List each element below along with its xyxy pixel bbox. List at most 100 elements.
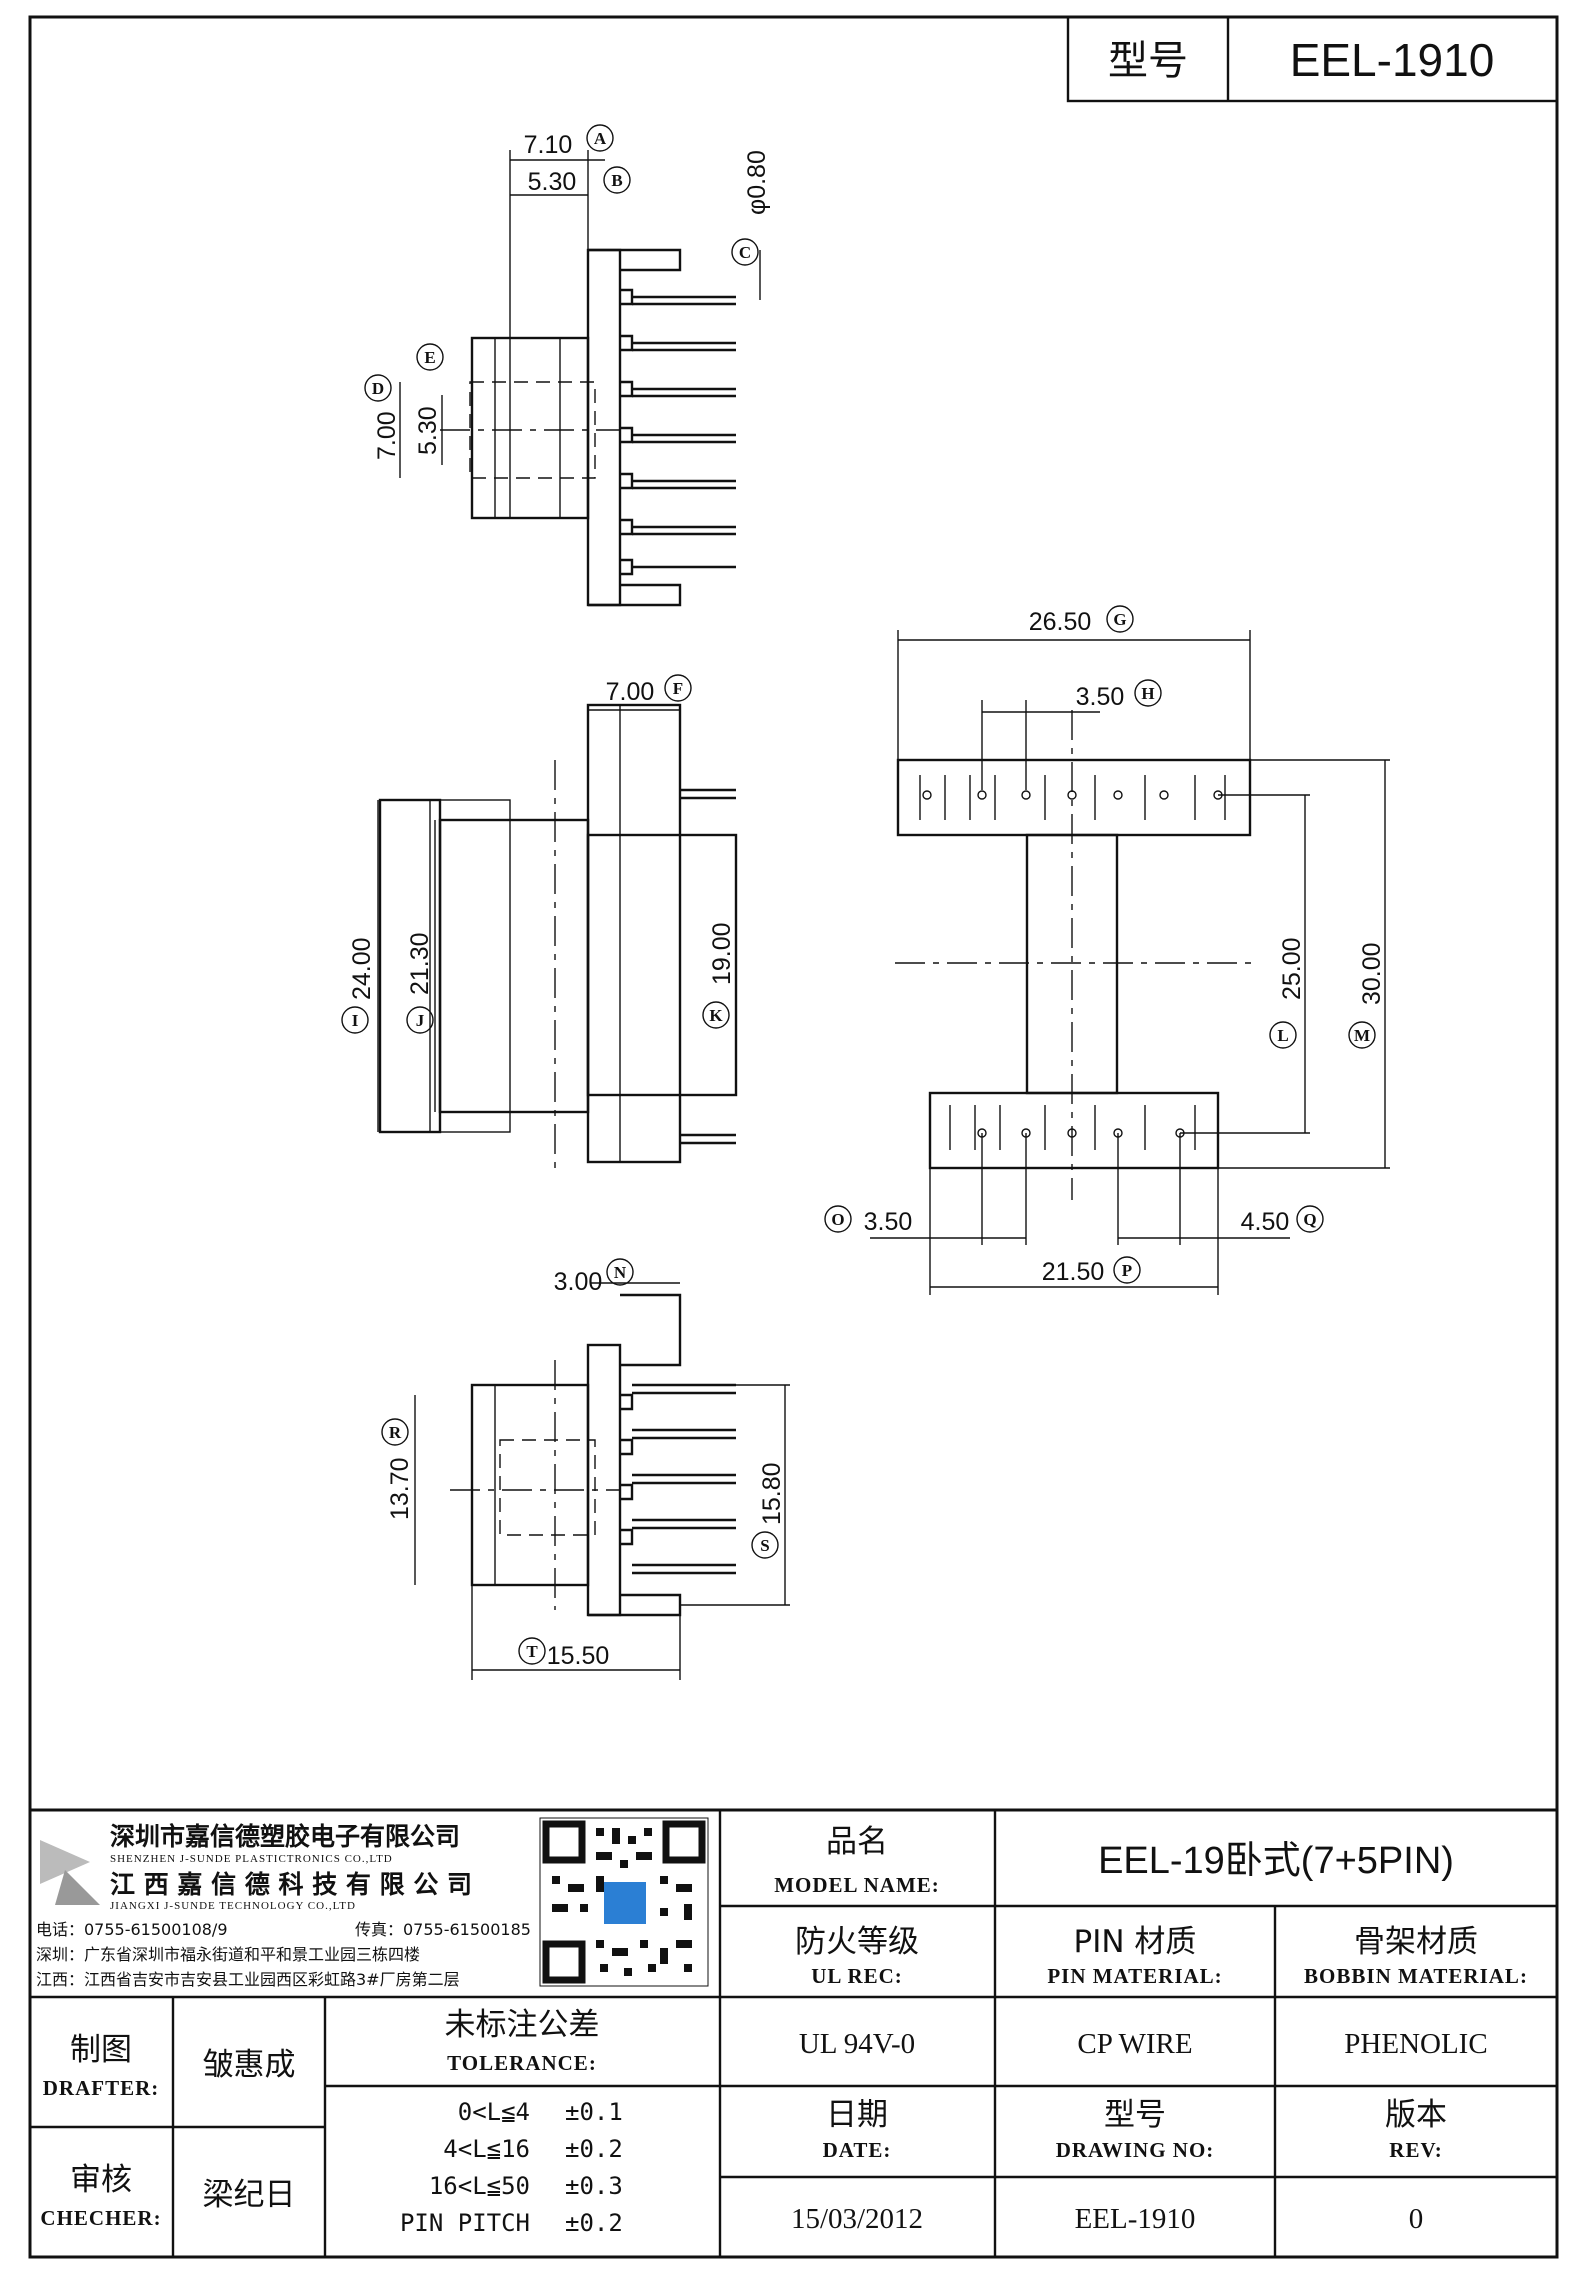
tolerance-value: ±0.2 [565,2135,623,2163]
rev-cn: 版本 [1385,2097,1447,2133]
dim-g-label: G [1113,610,1126,629]
dim-l-value: 25.00 [1278,937,1306,1000]
pin-rows [632,1383,736,1575]
pin-holes-top [922,790,1223,800]
rev-en: REV: [1389,2138,1442,2162]
pin-hole [922,790,932,800]
company-address-jx: 江西：江西省吉安市吉安县工业园西区彩虹路3#厂房第二层 [36,1970,460,1989]
dim-s-marker [751,1531,779,1559]
pin-holes-bottom [977,1128,1185,1138]
dim-m-label: M [1354,1026,1370,1045]
dim-o-value: 3.50 [864,1208,913,1236]
pin-hole [1159,790,1169,800]
tolerance-range: 4<L≦16 [443,2135,530,2163]
dim-q-label: Q [1303,1210,1316,1229]
drafter-cn: 制图 [70,2032,132,2068]
logo-shape [55,1870,100,1905]
core-body [470,336,590,520]
product-name-cn: 品名 [826,1824,888,1860]
flange-top-tab [588,248,682,272]
tolerance-table: 0<L≦4 ±0.1 4<L≦16 ±0.2 16<L≦50 ±0.3 PIN … [400,2098,623,2237]
dim-h-label: H [1141,684,1154,703]
dim-k-label: K [709,1006,723,1025]
qr-code [539,1817,709,1987]
dim-q-marker [1296,1205,1324,1233]
core-body [470,1383,590,1587]
checker-en: CHECHER: [40,2206,161,2230]
dim-n-label: N [614,1263,627,1282]
dim-n-marker [606,1258,634,1286]
dim-t-value: 15.50 [547,1642,610,1670]
drafter-value: 皱惠成 [203,2047,296,2083]
qr-finder [542,1820,586,1864]
dim-g-marker [1106,605,1134,633]
tolerance-value: ±0.2 [565,2209,623,2237]
pin-row [632,295,736,529]
dim-r-label: R [389,1423,402,1442]
rev-value: 0 [1409,2203,1424,2235]
dim-s-value: 15.80 [758,1462,786,1525]
dim-l-marker [1269,1021,1297,1049]
drawing-no-value: EEL-1910 [1075,2203,1196,2235]
dim-i-marker [341,1006,369,1034]
core-hidden [499,1439,596,1536]
tolerance-range: PIN PITCH [400,2209,530,2237]
dim-p-marker [1113,1256,1141,1284]
product-name-en: MODEL NAME: [774,1873,940,1897]
dim-j-marker [406,1006,434,1034]
dim-e-label: E [424,348,435,367]
dim-e-marker [416,343,444,371]
checker-value: 梁纪日 [203,2177,296,2213]
qr-finder [662,1820,706,1864]
bobbin-material-value: PHENOLIC [1344,2028,1487,2060]
company-name-cn-1: 深圳市嘉信德塑胶电子有限公司 [110,1822,460,1851]
pin-material-en: PIN MATERIAL: [1047,1964,1222,1988]
pin-hole [1021,790,1031,800]
logo-shape [40,1840,90,1884]
drawing-no-cn: 型号 [1104,2097,1166,2133]
company-address-sz: 深圳：广东省深圳市福永街道和平和景工业园三栋四楼 [36,1945,420,1964]
dim-a-value: 7.10 [524,131,573,159]
view-top-side: 7.10 A 5.30 B φ0.80 C 7.00 D 5.30 E [364,124,771,607]
dim-d-marker [364,374,392,402]
date-value: 15/03/2012 [791,2203,923,2235]
pin-hole [1067,790,1077,800]
dim-c-label: C [739,243,751,262]
product-name-value: EEL-19卧式(7+5PIN) [1098,1840,1454,1882]
pin-last [620,558,736,576]
pin-row-lower [632,302,736,536]
dim-p-label: P [1122,1261,1132,1280]
qr-finder [542,1940,586,1984]
dim-r-value: 13.70 [386,1457,414,1520]
dim-c-value: φ0.80 [743,150,771,215]
bobbin-material-en: BOBBIN MATERIAL: [1304,1964,1528,1988]
core-body-inner [494,337,589,519]
ul-rec-value: UL 94V-0 [799,2028,915,2060]
flange-slots-bottom [949,1105,1196,1150]
dim-c-marker [731,238,759,266]
comb-teeth [620,288,634,536]
dim-b-label: B [611,171,622,190]
ul-rec-en: UL REC: [811,1964,903,1988]
comb-teeth [620,1393,634,1546]
dim-p-value: 21.50 [1042,1258,1105,1286]
title-block: 深圳市嘉信德塑胶电子有限公司 SHENZHEN J-SUNDE PLASTICT… [30,1808,1557,2257]
flange-slots-top [919,775,1226,820]
header-box-frame [1066,15,1559,103]
company-phone: 电话：0755-61500108/9 [36,1920,228,1939]
bobbin-material-cn: 骨架材质 [1354,1924,1478,1960]
pin-hole [1067,1128,1077,1138]
dim-f-value: 7.00 [606,678,655,706]
dim-g-value: 26.50 [1029,608,1092,636]
flange-bottom-tab [588,1593,682,1617]
view-middle-left: 7.00 F 24.00 I 21.30 J 19.00 K [341,674,738,1168]
pin-material-cn: PIN 材质 [1074,1924,1197,1960]
dim-a-label: A [594,129,607,148]
dim-i-value: 24.00 [348,937,376,1000]
header-model-label: 型号 [1108,38,1188,84]
header-model-value: EEL-1910 [1290,34,1495,86]
qr-center-logo [604,1882,646,1924]
tolerance-en: TOLERANCE: [447,2051,597,2075]
dim-o-label: O [831,1210,844,1229]
